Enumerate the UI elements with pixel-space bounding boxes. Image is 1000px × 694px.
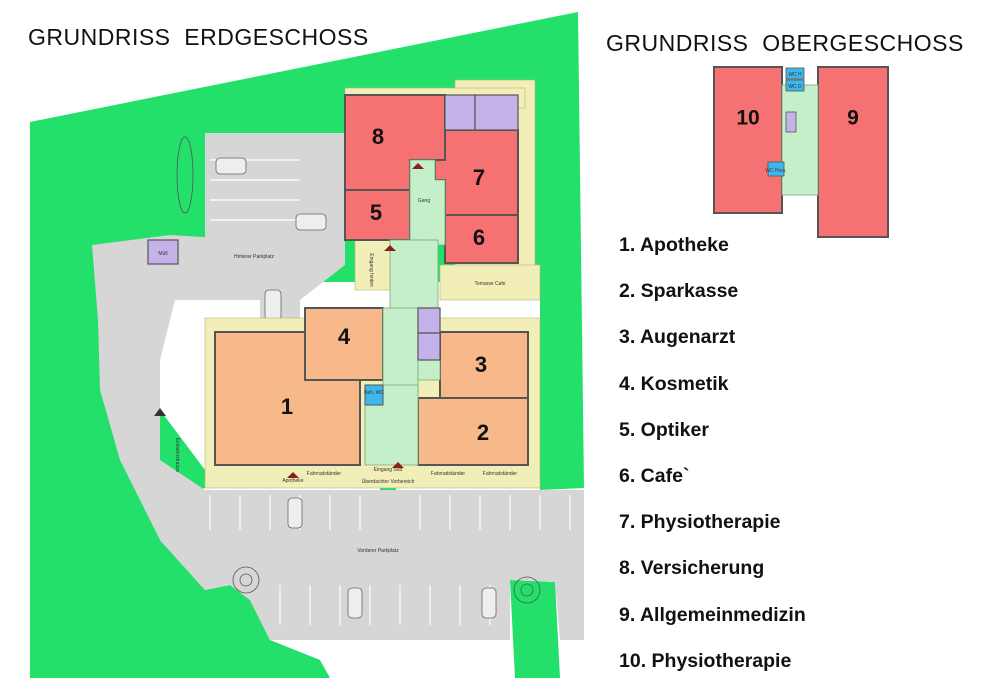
direction-arrow-icon xyxy=(154,408,166,416)
room-5 xyxy=(344,189,411,241)
legend-item: 7. Physiotherapie xyxy=(619,511,781,534)
room-2 xyxy=(417,397,529,466)
label-fahrradstaender-1: Fahrradständer xyxy=(307,471,342,477)
label-gang: Gang xyxy=(418,198,430,204)
storage-rooms xyxy=(147,94,519,361)
legend-item: 8. Versicherung xyxy=(619,557,765,580)
label-behinderten-wc: Beh. WC xyxy=(364,390,384,396)
label-apotheke: Apotheke xyxy=(282,478,303,484)
label-ueberdachter-vorbereich: Überdachter Vorbereich xyxy=(362,478,415,485)
legend-item: 1. Apotheke xyxy=(619,234,729,256)
label-vorderer-parkplatz: Vorderer Parkplatz xyxy=(357,548,399,554)
room-label-4: 4 xyxy=(338,324,351,349)
room-label-7: 7 xyxy=(473,165,485,190)
ground-floor-title: GRUNDRISS ERDGESCHOSS xyxy=(28,24,369,50)
upper-floor-title: GRUNDRISS OBERGESCHOSS xyxy=(606,30,964,56)
room-label-8: 8 xyxy=(372,124,384,149)
trees xyxy=(176,136,541,604)
entrance-arrows xyxy=(287,163,424,478)
legend-item: 6. Cafe` xyxy=(619,464,690,487)
room-label-1: 1 xyxy=(281,394,293,419)
accessible-wc xyxy=(364,384,384,406)
room-6 xyxy=(444,214,519,264)
parking-stripes xyxy=(209,159,571,625)
rooms xyxy=(214,94,529,466)
label-eingang-sued: Eingang Süd xyxy=(374,467,403,473)
room-label-6: 6 xyxy=(473,225,485,250)
legend-item: 9. Allgemeinmedizin xyxy=(619,603,806,626)
label-eingang-hinten: Eingang hinten xyxy=(368,253,374,287)
room-legend: 1. Apotheke 2. Sparkasse 3. Augenarzt 4.… xyxy=(619,232,806,694)
legend-item: 4. Kosmetik xyxy=(619,372,729,395)
room-label-3: 3 xyxy=(475,352,487,377)
parked-cars xyxy=(215,157,497,619)
label-hinterer-parkplatz: Hinterer Parkplatz xyxy=(234,254,275,260)
legend-item: 3. Augenarzt xyxy=(619,326,736,349)
label-fahrradstaender-2: Fahrradständer xyxy=(431,471,466,477)
label-einbahnstrasse: Einbahnstrasse xyxy=(174,438,180,473)
legend-item: 5. Optiker xyxy=(619,418,709,441)
label-fahrradstaender-3: Fahrradständer xyxy=(483,471,518,477)
label-terrasse-cafe: Terrasse Cafe xyxy=(474,281,505,287)
room-4 xyxy=(304,307,384,381)
room-label-2: 2 xyxy=(477,420,489,445)
room-label-5: 5 xyxy=(370,200,382,225)
legend-item: 2. Sparkasse xyxy=(619,280,739,303)
label-muell: Müll xyxy=(158,251,167,257)
legend-item: 10. Physiotherapie xyxy=(619,649,792,672)
